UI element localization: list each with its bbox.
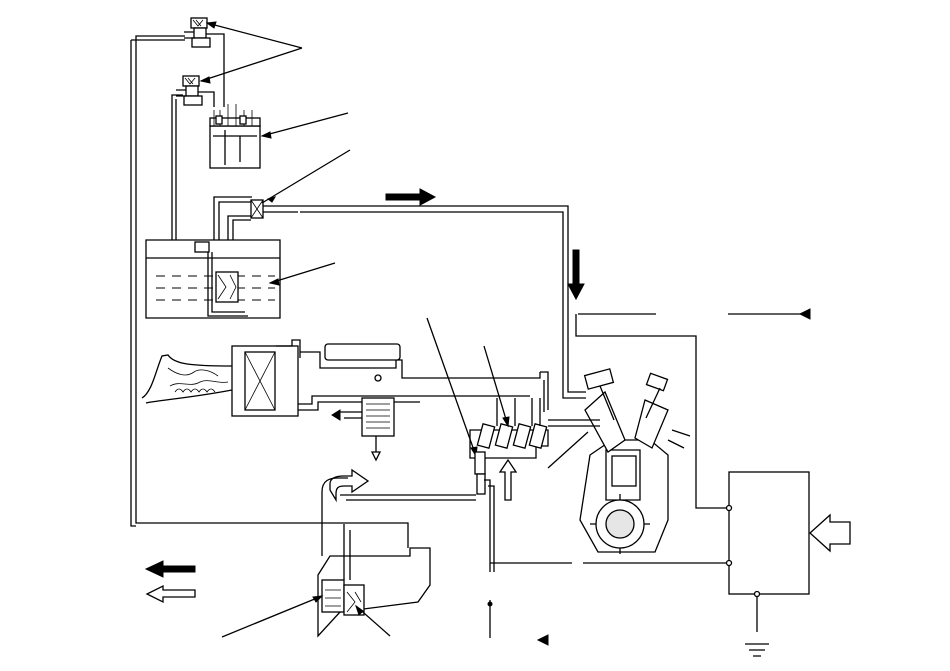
leader-line bbox=[269, 262, 336, 284]
flow-arrow-right bbox=[385, 188, 437, 206]
canister bbox=[209, 104, 261, 169]
input-arrow-left bbox=[809, 513, 851, 553]
purge-valve-lower bbox=[176, 75, 208, 106]
ecm bbox=[725, 471, 810, 657]
air-cleaner bbox=[231, 339, 541, 417]
arrowhead bbox=[199, 21, 217, 84]
legend bbox=[144, 560, 196, 604]
two-way-valve bbox=[250, 199, 264, 219]
fuel-pump bbox=[317, 477, 476, 638]
legend-vapor-arrow bbox=[145, 584, 196, 604]
leader-line bbox=[547, 431, 589, 469]
air-arrow-up bbox=[498, 458, 518, 501]
signal-wire bbox=[575, 313, 800, 509]
air-intake-duct bbox=[141, 354, 233, 404]
flow-arrow-down bbox=[567, 249, 585, 301]
vapor-line-left bbox=[135, 35, 409, 548]
throttle-body bbox=[469, 398, 549, 459]
purge-valve-upper bbox=[184, 17, 216, 48]
leader-line bbox=[261, 112, 349, 137]
pump-return-arrow bbox=[329, 468, 370, 503]
leader-line bbox=[483, 345, 509, 427]
leader-line bbox=[426, 317, 477, 457]
leader-line bbox=[261, 149, 351, 204]
pressure-regulator bbox=[474, 451, 495, 572]
fuel-tank bbox=[145, 239, 281, 319]
engine bbox=[579, 368, 691, 554]
resonator bbox=[324, 343, 401, 361]
legend-fuel-arrow bbox=[144, 560, 196, 578]
leader-line bbox=[200, 22, 303, 82]
filter-element bbox=[331, 374, 395, 462]
